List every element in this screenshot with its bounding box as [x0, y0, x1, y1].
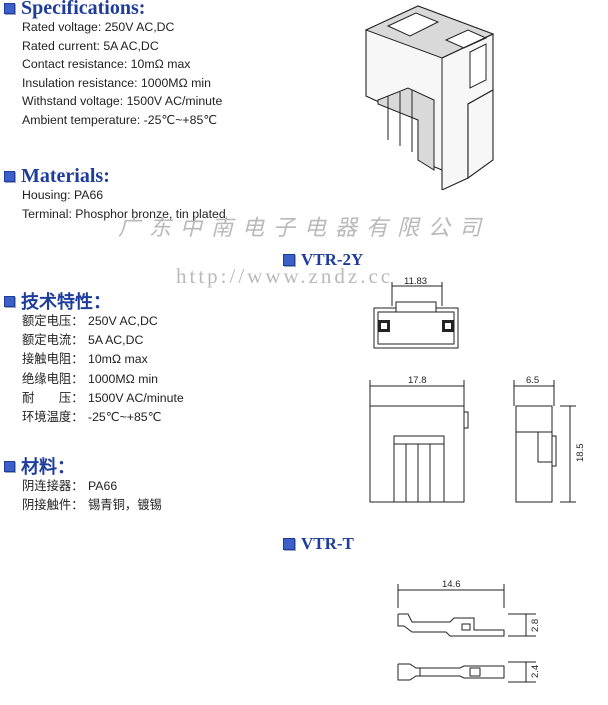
cn-material-value: 锡青铜，镀锡: [88, 498, 162, 512]
cn-spec-key: 绝缘电阻：: [22, 371, 84, 386]
cn-spec-value: 5A AC,DC: [88, 333, 144, 348]
company-watermark: 广东中南电子电器有限公司: [118, 216, 491, 241]
spec-line: Rated voltage: 250V AC,DC: [22, 20, 175, 34]
dim-side-height: 18.5: [575, 444, 586, 463]
model-terminal-text: VTR-T: [301, 534, 354, 553]
cn-specs-heading: 技术特性：: [4, 288, 111, 314]
specifications-title: Specifications:: [21, 0, 146, 19]
housing-front-view: 17.8: [369, 375, 469, 503]
cn-materials-title: 材料：: [21, 457, 75, 478]
cn-materials-list: 阴连接器： PA66 阴接触件： 锡青铜，镀锡: [22, 477, 162, 515]
square-bullet-icon: [4, 460, 15, 472]
model-terminal-label: VTR-T: [283, 534, 354, 554]
spec-line: Withstand voltage: 1500V AC/minute: [22, 94, 223, 108]
cn-specs-title: 技术特性：: [21, 292, 111, 313]
dim-top-width: 11.83: [404, 276, 427, 287]
dim-terminal-height: 2.8: [530, 619, 541, 632]
cn-material-value: PA66: [88, 479, 118, 493]
cn-spec-value: 1000MΩ min: [88, 371, 159, 386]
material-line: Terminal: Phosphor bronze, tin plated: [22, 206, 226, 221]
cn-spec-row: 环境温度： -25℃~+85℃: [22, 408, 184, 427]
material-line: Housing: PA66: [22, 188, 104, 202]
cn-spec-key: 耐 压：: [22, 390, 84, 405]
spec-line: Insulation resistance: 1000MΩ min: [22, 75, 211, 90]
housing-side-view: 6.5 18.5: [513, 375, 586, 503]
cn-spec-key: 接触电阻：: [22, 352, 84, 367]
cn-spec-row: 绝缘电阻： 1000MΩ min: [22, 370, 184, 389]
connector-3d-illustration: [364, 5, 495, 190]
cn-spec-value: 1500V AC/minute: [88, 390, 184, 405]
materials-list: Housing: PA66 Terminal: Phosphor bronze,…: [22, 186, 226, 223]
cn-material-key: 阴接触件：: [22, 498, 84, 512]
specifications-list: Rated voltage: 250V AC,DC Rated current:…: [22, 18, 222, 129]
materials-heading: Materials:: [4, 165, 110, 188]
url-watermark: http://www.zndz.cc: [176, 264, 394, 288]
cn-spec-value: 250V AC,DC: [88, 314, 158, 328]
spec-line: Rated current: 5A AC,DC: [22, 38, 159, 53]
cn-spec-row: 额定电流： 5A AC,DC: [22, 331, 184, 350]
cn-spec-row: 额定电压： 250V AC,DC: [22, 312, 184, 331]
cn-material-row: 阴连接器： PA66: [22, 477, 162, 496]
cn-spec-key: 环境温度：: [22, 410, 84, 425]
cn-material-row: 阴接触件： 锡青铜，镀锡: [22, 496, 162, 515]
dim-terminal-width: 2.4: [530, 665, 541, 678]
cn-specs-list: 额定电压： 250V AC,DC 额定电流： 5A AC,DC 接触电阻： 10mΩ …: [22, 312, 184, 427]
materials-title: Materials:: [21, 165, 110, 187]
dim-front-width: 17.8: [408, 375, 427, 386]
cn-spec-value: 10mΩ max: [88, 352, 148, 367]
cn-spec-row: 接触电阻： 10mΩ max: [22, 350, 184, 369]
specifications-heading: Specifications:: [4, 0, 145, 20]
spec-line: Ambient temperature: -25℃~+85℃: [22, 112, 218, 127]
cn-spec-key: 额定电压：: [22, 314, 84, 328]
model-housing-label: VTR-2Y: [283, 250, 363, 270]
square-bullet-icon: [283, 254, 295, 266]
cn-spec-key: 额定电流：: [22, 333, 84, 348]
square-bullet-icon: [4, 171, 15, 182]
dim-side-width: 6.5: [526, 375, 539, 386]
cn-spec-value: -25℃~+85℃: [88, 410, 162, 425]
terminal-views: 14.6 2.8 2.4: [397, 579, 541, 683]
square-bullet-icon: [283, 538, 295, 550]
cn-materials-heading: 材料：: [4, 453, 75, 479]
spec-line: Contact resistance: 10mΩ max: [22, 57, 191, 71]
square-bullet-icon: [4, 3, 15, 14]
cn-material-key: 阴连接器：: [22, 479, 84, 493]
housing-top-view: 11.83: [373, 276, 459, 349]
square-bullet-icon: [4, 295, 15, 307]
model-housing-text: VTR-2Y: [301, 250, 364, 269]
cn-spec-row: 耐 压： 1500V AC/minute: [22, 389, 184, 408]
dim-terminal-length: 14.6: [442, 579, 461, 590]
